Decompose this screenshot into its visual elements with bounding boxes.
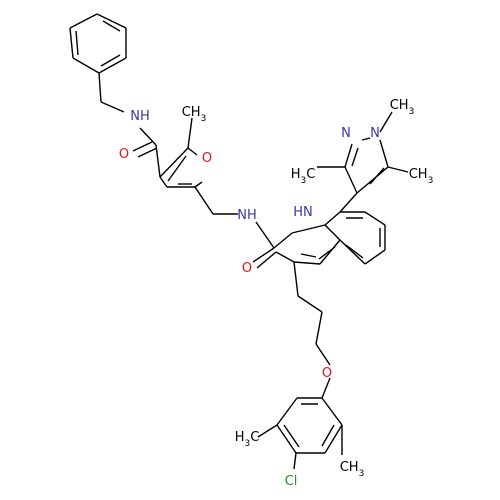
bond-line (137, 147, 158, 158)
bond-line (344, 166, 358, 194)
bond-line (252, 247, 275, 263)
bond-line (339, 192, 358, 213)
atom-label-ether-o: O (322, 366, 332, 381)
bond-line (139, 127, 157, 146)
atom-label-methyl-furan: CH3 (182, 105, 207, 124)
bond-line (356, 166, 389, 194)
bond-line (273, 232, 293, 249)
bond-line (98, 57, 127, 74)
atom-label-indole-nh: HN (293, 205, 313, 220)
bond-line (275, 251, 295, 263)
bond-line (257, 424, 278, 438)
bond-line (100, 54, 121, 67)
bond-line (155, 144, 161, 178)
bond-line (293, 452, 297, 470)
atom-label-n-methyl: CH3 (390, 98, 415, 117)
bond-line (98, 72, 102, 103)
bond-line (297, 295, 323, 313)
bond-line (167, 155, 187, 182)
atom-label-pyrazole-n1: N (370, 126, 380, 141)
bond-line (324, 211, 341, 226)
bond-line (321, 397, 343, 426)
atom-label-nh-amide-top: NH (130, 109, 150, 124)
bond-line (291, 224, 326, 234)
bond-line (345, 244, 364, 259)
bond-line (255, 221, 275, 249)
atom-label-pyrazole-methyl-right: CH3 (409, 167, 434, 186)
bond-line (324, 424, 343, 454)
bond-line (69, 27, 74, 59)
bond-line (321, 424, 335, 447)
bond-line (324, 224, 341, 241)
bond-line (339, 239, 366, 265)
bond-lines (69, 13, 409, 470)
atom-label-pyrazole-methyl-left: H3C (291, 167, 316, 186)
atom-label-furan-o: O (202, 151, 212, 166)
bond-line (69, 13, 98, 29)
bond-line (72, 57, 100, 74)
bond-line (194, 186, 214, 215)
bond-line (96, 13, 127, 29)
bond-line (132, 141, 153, 152)
bond-line (315, 343, 331, 366)
bond-line (283, 424, 300, 448)
atom-label-carbonyl-o-mid: O (242, 261, 252, 276)
bond-line (379, 111, 393, 133)
bond-line (75, 30, 79, 56)
bond-line (364, 249, 386, 265)
bond-line (187, 147, 198, 156)
bond-line (159, 176, 168, 188)
bond-line (300, 253, 317, 258)
bond-line (321, 377, 331, 399)
atom-label-aryl-methyl-left: H3C (235, 430, 260, 449)
bond-line (100, 101, 125, 113)
bond-line (364, 211, 386, 226)
bond-line (187, 117, 193, 149)
bond-line (387, 166, 409, 173)
atom-label-nh-amide-mid: NH (237, 208, 257, 223)
bond-line (293, 261, 321, 265)
bond-line (379, 139, 389, 168)
bond-line (319, 239, 341, 265)
atom-label-aryl-methyl-right: CH3 (340, 460, 365, 479)
bond-line (369, 167, 385, 185)
bond-line (159, 147, 189, 178)
bond-line (276, 397, 298, 426)
bond-line (102, 20, 121, 32)
atom-label-chloro: Cl (285, 474, 298, 489)
bond-line (194, 181, 203, 188)
bond-line (315, 311, 323, 345)
atom-label-carbonyl-o-top: O (119, 147, 129, 162)
bond-line (344, 143, 353, 168)
bond-line (276, 424, 297, 454)
bond-line (256, 251, 277, 269)
atom-label-pyrazole-n2: N (341, 126, 351, 141)
bond-line (293, 261, 299, 297)
bond-line (351, 147, 359, 167)
bond-line (318, 246, 336, 260)
bond-line (361, 137, 371, 141)
